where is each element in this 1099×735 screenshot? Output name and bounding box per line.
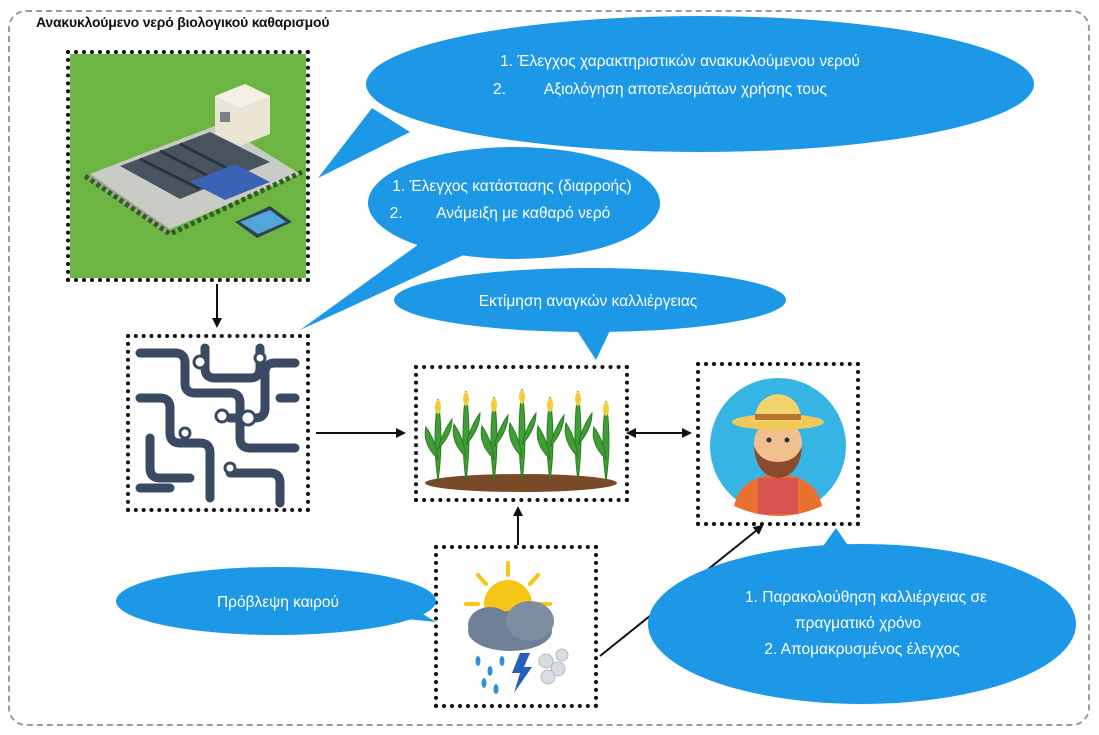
treatment-plant-icon xyxy=(70,54,306,278)
bubble-crop-needs: Εκτίμηση αναγκών καλλιέργειας xyxy=(394,268,786,360)
bubble-pipe-checks-line2: 2. Ανάμειξη με καθαρό νερό xyxy=(390,205,611,222)
weather-icon xyxy=(464,561,569,694)
pipes-icon xyxy=(135,343,300,508)
bubble-weather-text: Πρόβλεψη καιρού xyxy=(217,594,339,611)
farmer-icon xyxy=(710,378,846,516)
pipes-box xyxy=(126,334,310,512)
bubble-plant-checks-line1: 1. Έλεγχος χαρακτηριστικών ανακυκλούμενο… xyxy=(500,53,860,70)
bubble-farmer-actions-line3: 2. Απομακρυσμένος έλεγχος xyxy=(764,641,959,658)
bubble-plant-checks: 1. Έλεγχος χαρακτηριστικών ανακυκλούμενο… xyxy=(318,16,1034,178)
diagram-title: Ανακυκλούμενο νερό βιολογικού καθαρισμού xyxy=(36,14,330,30)
bubble-farmer-actions: 1. Παρακολούθηση καλλιέργειας σε πραγματ… xyxy=(648,528,1076,704)
weather-box xyxy=(434,545,598,708)
farmer-box xyxy=(696,362,860,526)
bubble-farmer-actions-line2: πραγματικό χρόνο xyxy=(795,615,921,632)
bubble-farmer-actions-line1: 1. Παρακολούθηση καλλιέργειας σε xyxy=(745,589,987,606)
bubble-crop-needs-text: Εκτίμηση αναγκών καλλιέργειας xyxy=(479,293,698,310)
crop-field-box xyxy=(414,365,629,502)
bubble-weather: Πρόβλεψη καιρού xyxy=(116,567,436,635)
bubble-plant-checks-line2: 2. Αξιολόγηση αποτελεσμάτων χρήσης τους xyxy=(493,81,827,98)
treatment-plant-box xyxy=(66,50,310,282)
crop-field-icon xyxy=(424,388,617,492)
bubble-pipe-checks-line1: 1. Έλεγχος κατάστασης (διαρροής) xyxy=(392,178,631,195)
bubble-pipe-checks: 1. Έλεγχος κατάστασης (διαρροής) 2. Ανάμ… xyxy=(300,147,660,330)
diagram-frame xyxy=(8,10,1090,726)
